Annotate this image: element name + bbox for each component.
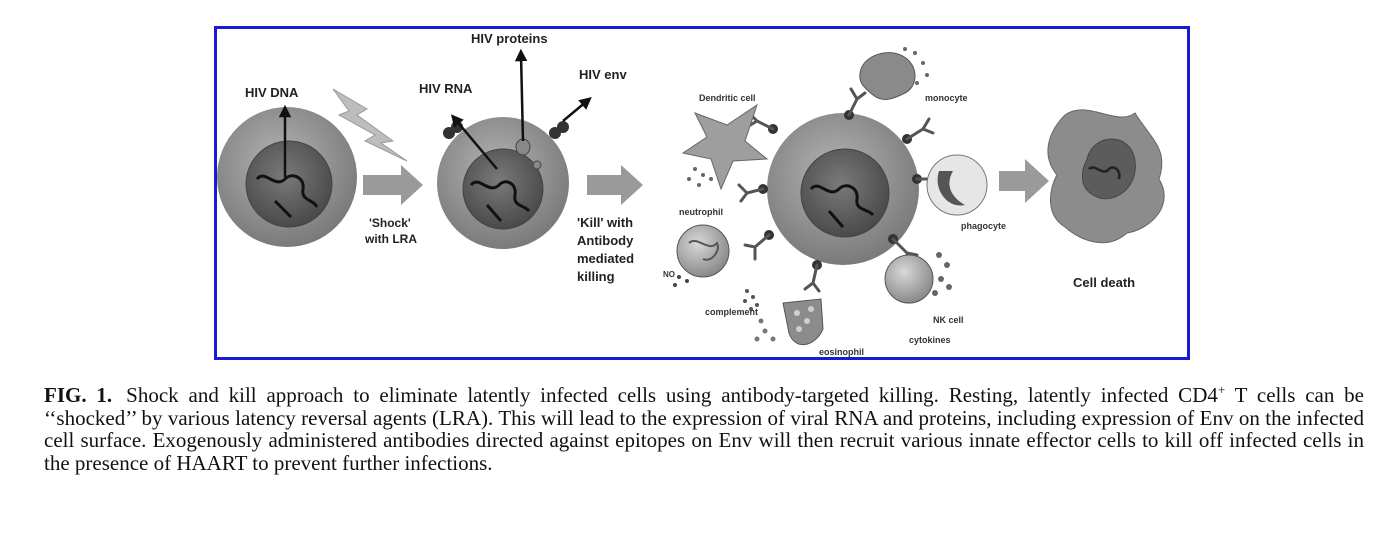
label-mediated: mediated (577, 251, 634, 266)
dendritic-cell (681, 103, 769, 191)
label-cytokines: cytokines (909, 335, 951, 345)
lightning-bolt-icon (332, 88, 408, 162)
label-eosinophil: eosinophil (819, 347, 864, 357)
label-complement: complement (705, 307, 758, 317)
latent-infected-cell (217, 104, 357, 247)
phagocyte (926, 154, 988, 216)
shocked-cell (437, 48, 592, 249)
label-dendritic-cell: Dendritic cell (699, 93, 756, 103)
dead-cell (1047, 109, 1165, 244)
label-kill-with: 'Kill' with (577, 215, 633, 230)
label-hiv-rna: HIV RNA (419, 81, 473, 96)
label-monocyte: monocyte (925, 93, 968, 103)
label-shock: 'Shock' (369, 216, 411, 230)
caption-superscript: + (1217, 382, 1226, 397)
figure-label: FIG. 1. (44, 383, 113, 407)
label-phagocyte: phagocyte (961, 221, 1006, 231)
label-hiv-env: HIV env (579, 67, 627, 82)
neutrophil (673, 224, 730, 287)
label-hiv-proteins: HIV proteins (471, 31, 548, 46)
figure-panel: HIV DNA 'Shock' with LRA HIV RNA HIV pro… (214, 26, 1190, 360)
label-nk-cell: NK cell (933, 315, 964, 325)
kill-arrow-icon (587, 165, 643, 205)
label-with-lra: with LRA (364, 232, 417, 246)
label-neutrophil: neutrophil (679, 207, 723, 217)
antibody-targeted-cell (737, 87, 943, 293)
figure-caption: FIG. 1. Shock and kill approach to elimin… (44, 382, 1365, 475)
label-no: NO (663, 270, 675, 279)
label-cell-death: Cell death (1073, 275, 1135, 290)
caption-text-part2: T cells can be ‘‘shocked’’ by various la… (44, 383, 1365, 475)
monocyte (859, 47, 929, 100)
caption-text-part1: Shock and kill approach to eliminate lat… (126, 383, 1218, 407)
eosinophil (754, 298, 824, 345)
label-killing: killing (577, 269, 615, 284)
label-antibody: Antibody (577, 233, 634, 248)
figure-illustration: HIV DNA 'Shock' with LRA HIV RNA HIV pro… (217, 31, 1165, 357)
label-hiv-dna: HIV DNA (245, 85, 299, 100)
shock-arrow-icon (363, 165, 423, 205)
death-arrow-icon (999, 159, 1049, 203)
nk-cell (884, 252, 952, 304)
complement-dots (743, 289, 759, 311)
